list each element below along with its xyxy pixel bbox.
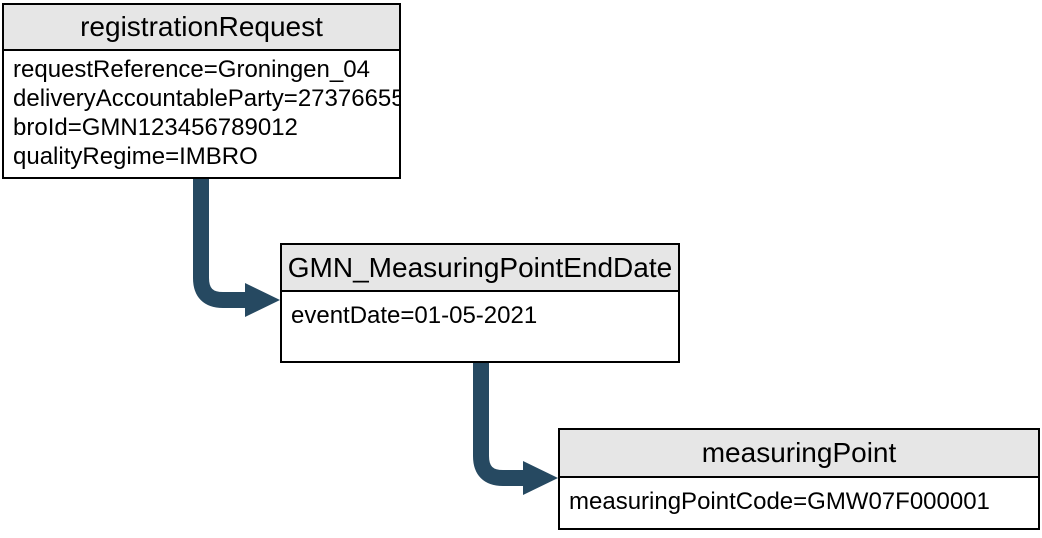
node-attributes: requestReference=Groningen_04 deliveryAc…: [4, 51, 399, 171]
attribute-quality-regime: qualityRegime=IMBRO: [13, 143, 258, 170]
edge-enddate-to-measuringpoint: [473, 362, 558, 495]
node-title: GMN_MeasuringPointEndDate: [282, 245, 678, 292]
node-registration-request: registrationRequest requestReference=Gro…: [2, 3, 401, 179]
node-attributes: measuringPointCode=GMW07F000001: [560, 478, 1038, 516]
node-measuring-point: measuringPoint measuringPointCode=GMW07F…: [558, 428, 1040, 530]
edge-line: [193, 178, 247, 308]
arrowhead-icon: [523, 461, 558, 495]
attribute-measuring-point-code: measuringPointCode=GMW07F000001: [569, 488, 990, 515]
edge-registration-to-enddate: [193, 178, 280, 317]
attribute-event-date: eventDate=01-05-2021: [291, 302, 538, 329]
node-attributes: eventDate=01-05-2021: [282, 292, 678, 330]
attribute-delivery-accountable-party: deliveryAccountableParty=27376655: [13, 85, 399, 112]
arrowhead-icon: [245, 283, 280, 317]
attribute-bro-id: broId=GMN123456789012: [13, 114, 298, 141]
edge-line: [473, 362, 525, 486]
attribute-request-reference: requestReference=Groningen_04: [13, 56, 370, 83]
node-title: measuringPoint: [560, 430, 1038, 478]
node-title: registrationRequest: [4, 5, 399, 51]
node-gmn-measuring-point-end-date: GMN_MeasuringPointEndDate eventDate=01-0…: [280, 243, 680, 363]
